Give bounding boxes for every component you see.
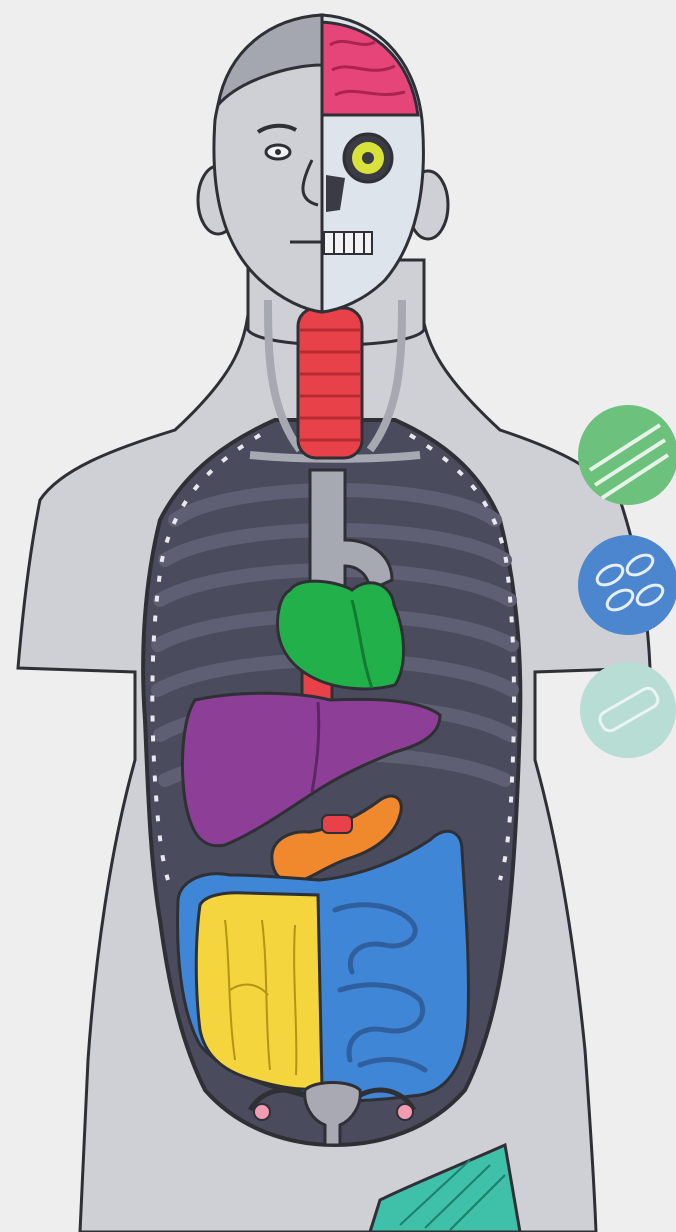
striated-muscle-tissue-icon[interactable]: [578, 405, 676, 505]
stomach-base: [322, 815, 352, 833]
cell-tissue-icon[interactable]: [578, 535, 676, 635]
tissue-icons: [578, 405, 676, 758]
cell-tissue-icon-bg: [578, 535, 676, 635]
ovary-right: [397, 1104, 413, 1120]
colon: [196, 893, 322, 1089]
smooth-muscle-fiber-icon[interactable]: [580, 662, 676, 758]
smooth-muscle-fiber-icon-bg: [580, 662, 676, 758]
pupil: [362, 152, 374, 164]
ovary-left: [254, 1104, 270, 1120]
striated-muscle-tissue-icon-bg: [578, 405, 676, 505]
trachea: [298, 308, 362, 458]
pupil-left: [275, 149, 281, 155]
